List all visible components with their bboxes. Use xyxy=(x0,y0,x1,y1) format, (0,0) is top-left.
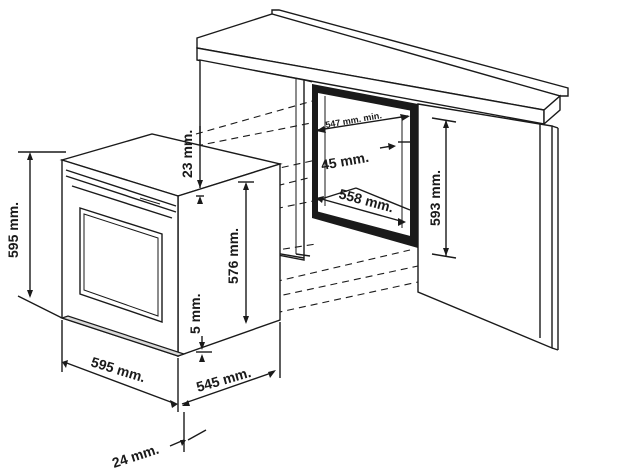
front-height-label: 576 mm. xyxy=(225,228,241,284)
cavity-height-label: 593 mm. xyxy=(427,170,443,226)
oven-height-label: 595 mm. xyxy=(5,202,21,258)
oven xyxy=(59,133,283,357)
dimension-lines xyxy=(17,114,457,452)
door-depth-label: 24 mm. xyxy=(110,441,161,471)
oven-width-label: 595 mm. xyxy=(89,354,147,386)
kitchen-cabinet xyxy=(196,9,569,351)
top-gap-label: 23 mm. xyxy=(179,130,195,178)
bottom-gap-label: 5 mm. xyxy=(187,294,203,334)
